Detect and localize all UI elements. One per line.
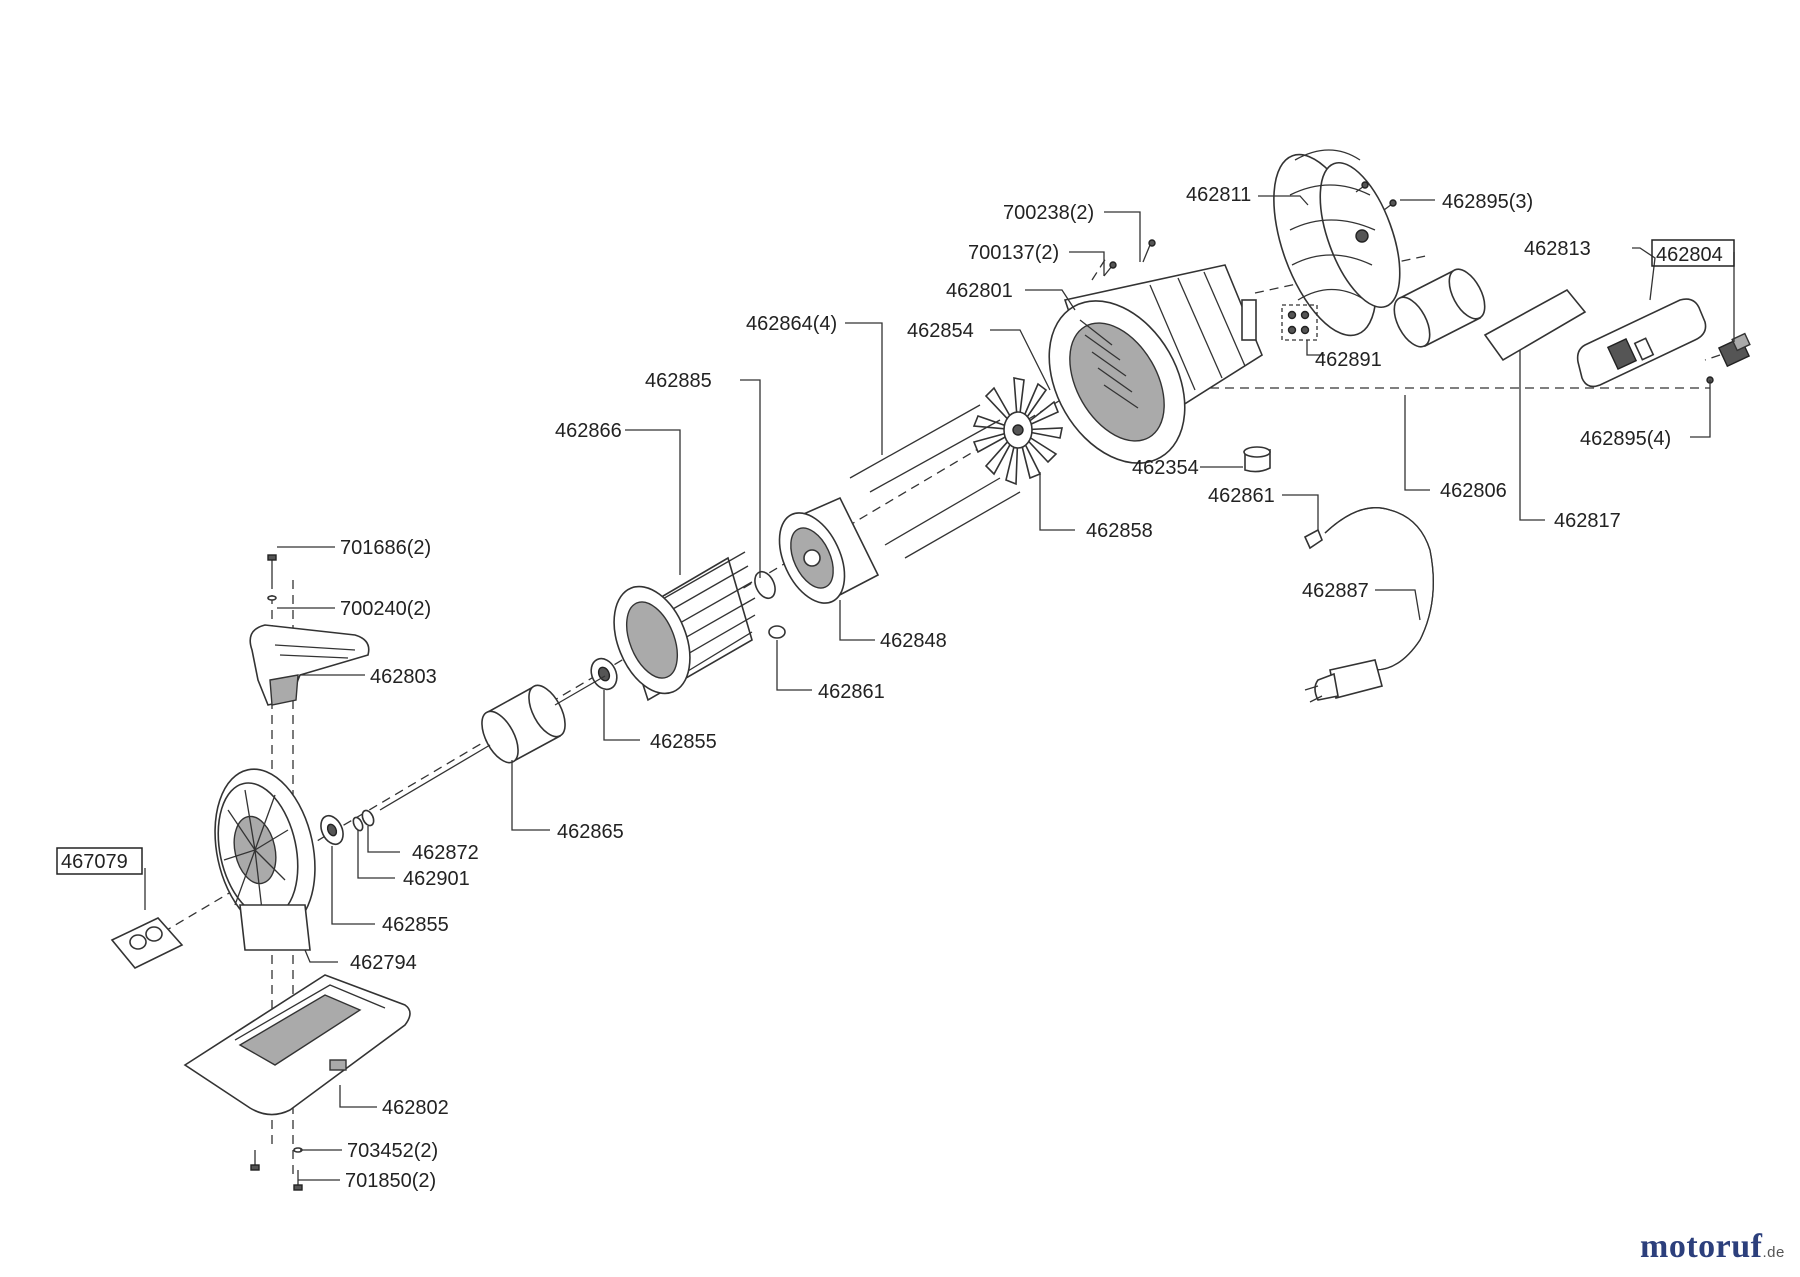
motor-housing (1048, 264, 1263, 464)
label-462885: 462885 (645, 370, 712, 392)
site-logo: motoruf.de (1640, 1228, 1785, 1266)
end-shield-front (214, 768, 316, 951)
power-cable (1304, 507, 1434, 703)
part-labels: 462811 462895(3) 700238(2) 700137(2) 462… (56, 184, 1735, 1192)
label-462858: 462858 (1086, 520, 1153, 542)
label-462806: 462806 (1440, 480, 1507, 502)
label-700137-2: 700137(2) (968, 242, 1059, 264)
label-462864-4: 462864(4) (746, 313, 837, 335)
logo-suffix: .de (1762, 1244, 1785, 1261)
end-shield-rear (778, 496, 880, 604)
terminal-block-462891 (1281, 304, 1318, 341)
label-462861-a: 462861 (1208, 485, 1275, 507)
foot-462354 (1243, 446, 1271, 473)
screw-700238 (1142, 239, 1156, 263)
stator (613, 551, 756, 702)
washer-462901 (352, 816, 364, 832)
carry-handle (249, 624, 370, 706)
label-462895-3: 462895(3) (1442, 191, 1533, 213)
bushing-462861 (768, 625, 786, 639)
fan-cover (1273, 149, 1401, 337)
leader-lines (144, 195, 1735, 1181)
axis-cap (1704, 354, 1721, 361)
label-462813: 462813 (1524, 238, 1591, 260)
switch-button (1717, 332, 1751, 368)
label-462817: 462817 (1554, 510, 1621, 532)
logo-text: motoruf (1640, 1228, 1763, 1265)
label-462887: 462887 (1302, 580, 1369, 602)
label-462866: 462866 (555, 420, 622, 442)
cooling-fan (972, 377, 1063, 486)
screw-700137 (1103, 261, 1117, 277)
screw-462895-3 (1355, 181, 1397, 211)
bearing-rear (590, 657, 618, 691)
washer-700240 (267, 595, 277, 601)
wave-washer (754, 570, 776, 600)
bearing-front (320, 814, 344, 846)
box-462804 (1651, 239, 1735, 267)
cover-plate (1483, 288, 1587, 362)
label-462811: 462811 (1186, 184, 1251, 206)
screw-701686 (267, 554, 277, 580)
label-462803: 462803 (370, 666, 437, 688)
label-462901: 462901 (403, 868, 470, 890)
box-467079 (56, 847, 143, 875)
label-462801: 462801 (946, 280, 1013, 302)
label-462872: 462872 (412, 842, 479, 864)
washer-462872 (361, 809, 375, 827)
label-701686-2: 701686(2) (340, 537, 431, 559)
base-plate (183, 974, 411, 1116)
label-462855-b: 462855 (382, 914, 449, 936)
label-462861-b: 462861 (818, 681, 885, 703)
switch-housing (1576, 298, 1707, 388)
label-467079: 467079 (61, 851, 128, 873)
label-462804: 462804 (1656, 244, 1723, 266)
label-462891: 462891 (1315, 349, 1382, 371)
label-462794: 462794 (350, 952, 417, 974)
capacitor (1393, 268, 1486, 348)
label-462895-4: 462895(4) (1580, 428, 1671, 450)
label-462855-a: 462855 (650, 731, 717, 753)
cable-gland-462861 (1303, 528, 1323, 550)
label-462802: 462802 (382, 1097, 449, 1119)
label-701850-2: 701850(2) (345, 1170, 436, 1192)
screw-axis-3 (1091, 254, 1109, 281)
screw-701850 (250, 1150, 303, 1191)
label-700238-2: 700238(2) (1003, 202, 1094, 224)
label-462354: 462354 (1132, 457, 1199, 479)
rotor (379, 675, 606, 811)
tie-rods (849, 404, 1021, 559)
label-462854: 462854 (907, 320, 974, 342)
label-462865: 462865 (557, 821, 624, 843)
label-700240-2: 700240(2) (340, 598, 431, 620)
label-703452-2: 703452(2) (347, 1140, 438, 1162)
label-462848: 462848 (880, 630, 947, 652)
plug-kit (110, 917, 184, 969)
